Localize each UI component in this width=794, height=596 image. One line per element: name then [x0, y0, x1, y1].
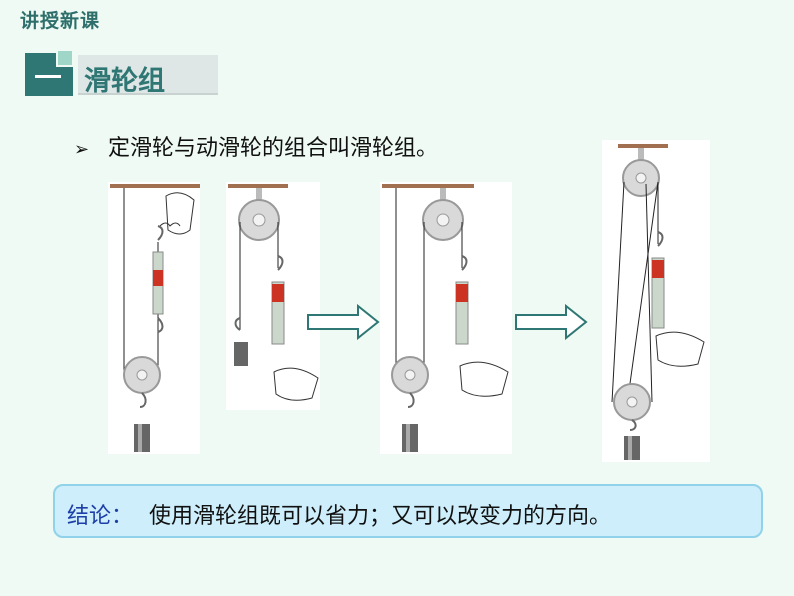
- pulley-block-up-diagram: [611, 144, 705, 460]
- section-corner-decoration: [56, 49, 74, 67]
- section-title: 滑轮组: [84, 66, 165, 97]
- section-number-box: [25, 49, 74, 96]
- statement-text: 定滑轮与动滑轮的组合叫滑轮组。: [108, 136, 439, 161]
- lesson-badge: 讲授新课: [20, 10, 101, 32]
- conclusion-label: 结论：: [67, 504, 134, 529]
- pulley-block-down-diagram: [382, 184, 509, 452]
- section-title-bar: 滑轮组: [78, 55, 218, 97]
- fixed-pulley-diagram: [228, 184, 319, 401]
- conclusion-text: 使用滑轮组既可以省力；又可以改变力的方向。: [149, 504, 612, 529]
- movable-pulley-diagram: [110, 184, 200, 452]
- right-arrow-icon: [515, 304, 588, 340]
- section-dash-icon: [35, 75, 61, 78]
- illustration-pulley-block-pull-up: [602, 140, 710, 462]
- illustration-fixed-pulley: [226, 182, 320, 410]
- statement-line: ➢ 定滑轮与动滑轮的组合叫滑轮组。: [74, 130, 438, 162]
- illustration-movable-pulley: [108, 182, 200, 454]
- right-arrow-icon: [307, 304, 380, 340]
- conclusion-box: 结论： 使用滑轮组既可以省力；又可以改变力的方向。: [53, 484, 763, 538]
- arrow-bullet-icon: ➢: [74, 139, 90, 160]
- illustration-pulley-block-pull-down: [380, 182, 512, 454]
